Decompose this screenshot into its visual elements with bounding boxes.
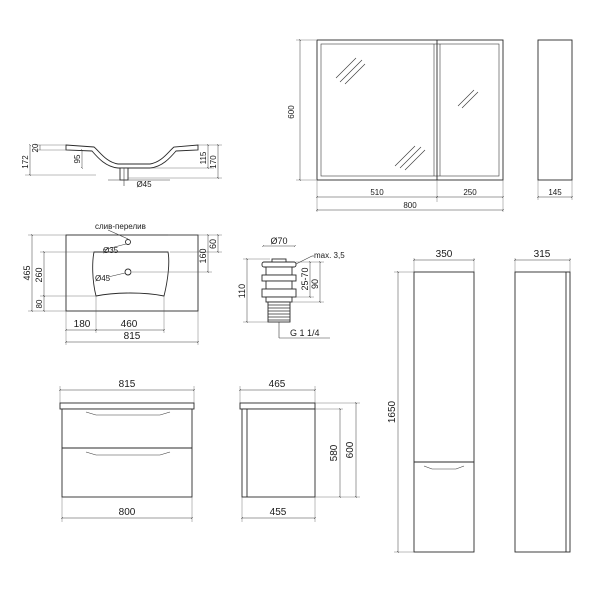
basin-drain-diameter-label: Ø45: [136, 180, 152, 189]
valve-thread: [267, 301, 291, 323]
mirror-cabinet-side-view: 145: [536, 39, 574, 200]
basin-left-height-label: 172: [21, 155, 30, 169]
basin-section-view: 20 172 95 115 170 Ø45: [21, 143, 222, 189]
tall-cabinet-side-outline: [514, 271, 571, 553]
overflow-label: слив-перелив: [95, 222, 146, 231]
mirror-cabinet-front-view: 600 510 250 800: [287, 38, 505, 212]
valve-body-upper: [265, 266, 293, 276]
valve-diameter-label: Ø70: [270, 236, 287, 246]
vanity-bottom-width-label: 800: [119, 507, 136, 518]
mirror-cabinet-inner-frame: [320, 43, 500, 177]
basin-plan-view: слив-перелив Ø35 Ø45 465 260 80 160 60 1…: [22, 222, 222, 345]
vanity-body: [61, 408, 193, 498]
basin-60-label: 60: [208, 239, 218, 249]
tall-cabinet-side-view: 315: [513, 249, 572, 553]
mirror-right-width-label: 250: [463, 188, 477, 197]
lower-drawer-handle: [85, 451, 171, 456]
valve-cap: [261, 261, 297, 268]
mirror-left-width-label: 510: [370, 188, 384, 197]
vanity-top-width-label: 815: [119, 379, 136, 390]
valve-height-label: 110: [237, 284, 247, 298]
mirror-depth-label: 145: [548, 188, 562, 197]
tall-cabinet-handle: [423, 465, 465, 470]
basin-bowl-depth-label: 95: [73, 154, 82, 163]
overflow-diameter-label: Ø35: [103, 246, 119, 255]
basin-depth-label: 465: [22, 265, 32, 280]
mirror-height-label: 600: [287, 105, 296, 119]
mirror-reflection-marks: [335, 57, 479, 171]
vanity-side-top-label: 465: [269, 379, 286, 390]
basin-total-width-label: 815: [124, 331, 141, 342]
valve-max-label: max. 3,5: [314, 251, 345, 260]
basin-115-label: 115: [199, 151, 208, 164]
basin-bowl-width-label: 460: [121, 319, 138, 330]
basin-170-label: 170: [209, 155, 218, 169]
vanity-countertop: [59, 402, 195, 410]
vanity-side-body: [241, 408, 316, 498]
vanity-front-view: 815 800: [58, 379, 196, 522]
basin-front-offset-label: 80: [35, 299, 44, 308]
tall-cabinet-front-view: 350 1650: [387, 249, 476, 554]
vanity-side-bottom-label: 455: [270, 507, 287, 518]
tall-cabinet-height-label: 1650: [387, 400, 398, 423]
vanity-side-countertop: [239, 402, 316, 410]
basin-thickness-label: 20: [31, 143, 40, 152]
valve-body-height-label: 90: [310, 279, 320, 289]
upper-drawer-handle: [85, 411, 171, 416]
vanity-600-label: 600: [345, 441, 356, 458]
basin-offset-left-label: 180: [74, 319, 91, 330]
vanity-580-label: 580: [329, 444, 340, 461]
mirror-cabinet-outline: [316, 39, 504, 181]
basin-section-profile: [65, 144, 199, 169]
mirror-total-width-label: 800: [403, 201, 417, 210]
overflow-hole: [125, 239, 131, 245]
mirror-side-outline: [537, 39, 573, 181]
valve-thread-label: G 1 1/4: [290, 328, 320, 338]
basin-bowl-plan-depth-label: 260: [34, 267, 44, 282]
vanity-side-view: 465 580 600 455: [238, 379, 360, 522]
basin-160-label: 160: [198, 248, 208, 263]
tall-cabinet-outline: [413, 271, 475, 553]
drain-valve-view: Ø70 110 25-70 90 max. 3,5: [237, 236, 345, 339]
tall-cabinet-depth-label: 315: [534, 249, 551, 260]
drain-diameter-label: Ø45: [95, 274, 111, 283]
tall-cabinet-width-label: 350: [436, 249, 453, 260]
drain-hole: [124, 268, 132, 276]
valve-range-label: 25-70: [300, 267, 310, 290]
